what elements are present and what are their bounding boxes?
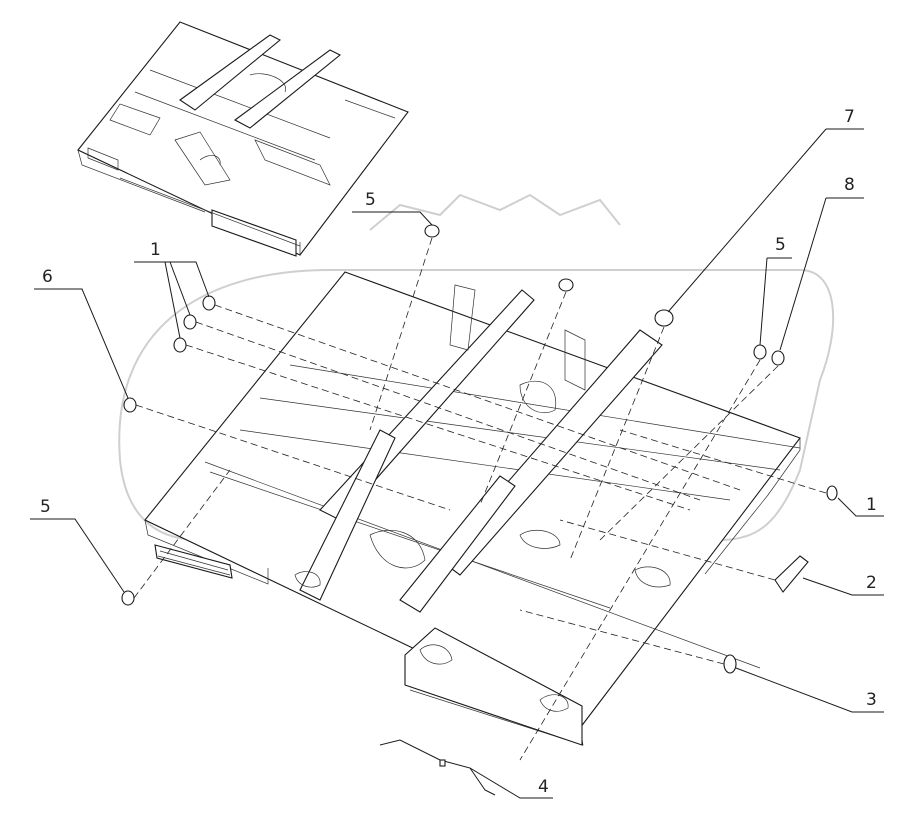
assembly-lines — [133, 237, 827, 761]
part-6 — [123, 397, 137, 413]
part-5-left — [121, 590, 135, 606]
callout-labels: 5 1 6 5 7 5 8 1 2 3 4 — [40, 107, 877, 797]
part-4-cable — [379, 739, 496, 796]
callout-8: 8 — [844, 175, 855, 195]
callout-6: 6 — [42, 267, 53, 287]
part-5-top — [424, 224, 440, 238]
callout-1-left: 1 — [150, 240, 161, 260]
part-4-connector — [439, 759, 446, 767]
callout-5-left: 5 — [40, 497, 51, 517]
callout-3: 3 — [866, 690, 877, 710]
callout-5-top: 5 — [365, 190, 376, 210]
callout-4: 4 — [538, 777, 549, 797]
callout-5-right: 5 — [775, 235, 786, 255]
main-frame — [144, 271, 801, 746]
part-1-mid — [183, 314, 197, 330]
callout-7: 7 — [844, 107, 855, 127]
leader-lines — [30, 128, 884, 799]
part-1-low — [173, 337, 187, 353]
part-5-right — [753, 344, 767, 360]
part-3 — [723, 654, 737, 674]
part-2 — [774, 555, 809, 593]
part-washer-top — [558, 278, 574, 292]
callout-1-right: 1 — [866, 495, 877, 515]
part-7 — [654, 309, 674, 327]
part-8 — [771, 350, 785, 366]
part-1-upper — [202, 295, 216, 311]
reference-view — [77, 21, 409, 257]
callout-2: 2 — [866, 573, 877, 593]
parts — [121, 224, 838, 796]
part-1-right — [826, 485, 838, 501]
